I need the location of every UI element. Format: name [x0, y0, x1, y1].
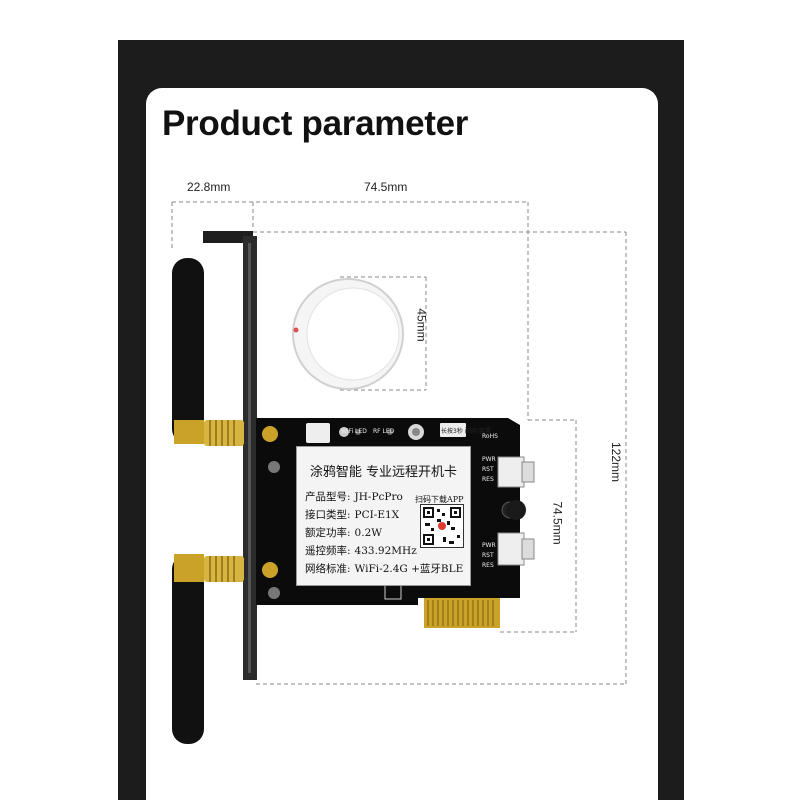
spec-value: JH-PcPro: [354, 491, 403, 503]
scan-app-text: 扫码下载APP: [415, 495, 464, 504]
spec-row: 产品型号:JH-PcPro: [305, 489, 403, 504]
dim-card-width: 74.5mm: [364, 180, 408, 194]
spec-row: 接口类型:PCI-E1X: [305, 507, 399, 522]
spec-key: 接口类型:: [305, 509, 351, 521]
card-label: 涂鸦智能 专业远程开机卡 产品型号:JH-PcPro 接口类型:PCI-E1X …: [296, 446, 471, 586]
spec-row: 网络标准:WiFi-2.4G +蓝牙BLE: [305, 561, 463, 576]
res-mark-bottom: RES: [482, 562, 494, 569]
pwr-mark-bottom: PWR: [482, 542, 496, 549]
dimension-guides: [171, 201, 627, 685]
pwr-mark-top: PWR: [482, 456, 496, 463]
label-heading: 涂鸦智能 专业远程开机卡: [309, 465, 458, 480]
spec-row: 遥控频率:433.92MHz: [305, 543, 417, 558]
rohs-mark: RoHS: [482, 433, 498, 440]
spec-key: 网络标准:: [305, 563, 351, 575]
rst-mark-top: RST: [482, 466, 494, 473]
upper-antenna: [172, 258, 244, 446]
spec-row: 额定功率:0.2W: [305, 525, 382, 540]
qr-code: [420, 504, 464, 548]
spec-key: 额定功率:: [305, 527, 351, 539]
metal-bracket: [203, 231, 257, 680]
spec-value: PCI-E1X: [354, 509, 400, 521]
spec-value: 0.2W: [354, 527, 383, 539]
spec-value: 433.92MHz: [354, 545, 417, 557]
res-mark-top: RES: [482, 476, 494, 483]
spec-key: 遥控频率:: [305, 545, 351, 557]
spec-key: 产品型号:: [305, 491, 351, 503]
rf-led-mark: RF LED: [373, 428, 395, 435]
rst-mark-bottom: RST: [482, 552, 494, 559]
wifi-led-mark: WiFi LED: [341, 428, 367, 435]
dim-bracket-width: 22.8mm: [187, 180, 231, 194]
lower-antenna: [172, 554, 244, 744]
wireless-remote: [292, 278, 404, 390]
page-title: Product parameter: [162, 104, 469, 143]
reset-mark: 长按3秒 配网/重置: [441, 428, 491, 435]
spec-value: WiFi-2.4G +蓝牙BLE: [354, 563, 464, 575]
